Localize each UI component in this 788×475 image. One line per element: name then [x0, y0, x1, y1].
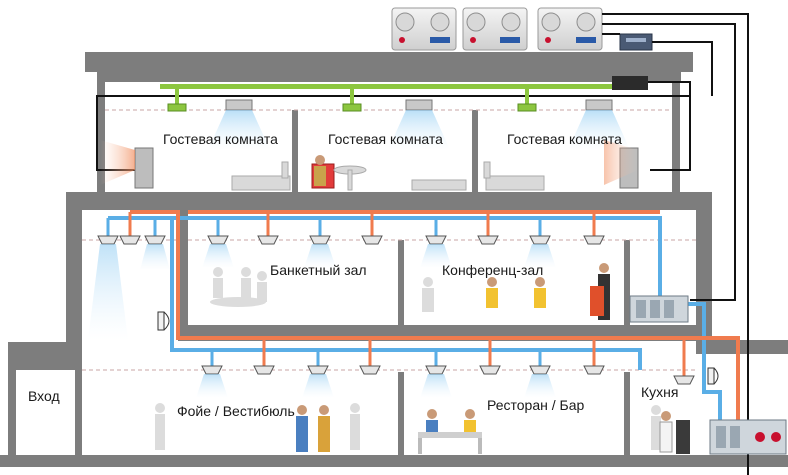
- air-handling-unit-middle: [629, 295, 689, 323]
- people-figures: [296, 155, 690, 454]
- wall-units-upper: [100, 140, 639, 189]
- outdoor-units: [391, 7, 653, 51]
- label-banquet-hall: Банкетный зал: [270, 262, 367, 278]
- label-foyer-lobby: Фойе / Вестибюль: [177, 403, 295, 419]
- label-conference-hall: Конференц-зал: [442, 262, 544, 278]
- label-entrance: Вход: [28, 388, 60, 404]
- guest-room-furniture: [231, 161, 545, 191]
- outdoor-unit-2: [462, 7, 528, 51]
- label-kitchen: Кухня: [641, 384, 679, 400]
- label-guest-room-2: Гостевая комната: [328, 131, 443, 147]
- outdoor-unit-1: [391, 7, 457, 51]
- air-handling-unit-lower: [709, 419, 787, 455]
- duct-drops: [106, 212, 686, 376]
- cold-air-beams: [88, 244, 556, 398]
- ventilation-duct: [160, 76, 648, 112]
- people-silhouettes: [155, 267, 661, 450]
- label-guest-room-3: Гостевая комната: [507, 131, 622, 147]
- roof-box-unit: [619, 33, 653, 51]
- label-restaurant-bar: Ресторан / Бар: [487, 397, 585, 413]
- label-guest-room-1: Гостевая комната: [163, 131, 278, 147]
- wall-registers: [157, 311, 719, 385]
- ceiling-cassettes-upper: [208, 99, 630, 150]
- outdoor-unit-3: [537, 7, 603, 51]
- building-walls: [0, 52, 788, 467]
